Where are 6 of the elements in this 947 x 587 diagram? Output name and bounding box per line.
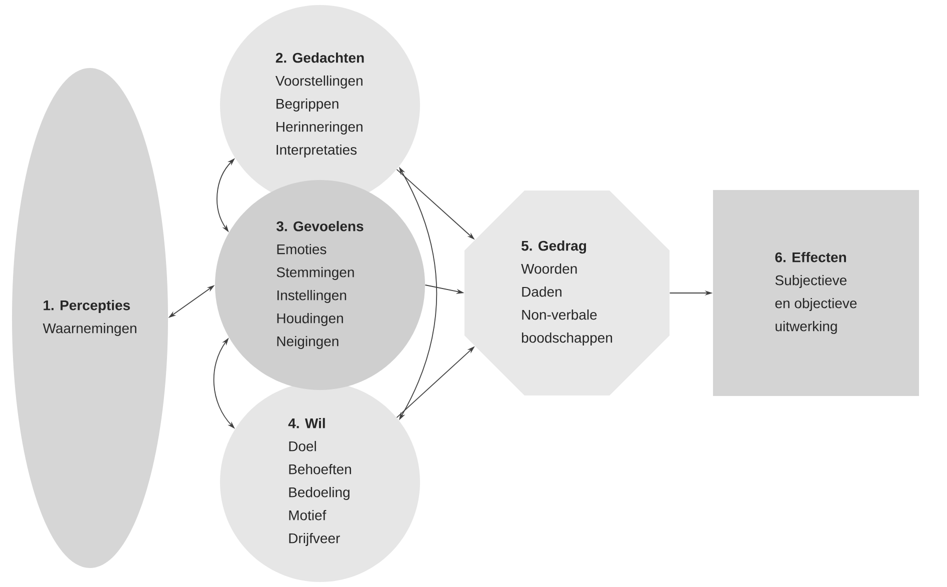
circle-node: 4. Wil Doel Behoeften Bedoeling Motief Drijfveer	[220, 382, 420, 582]
circle-node: 3. Gevoelens Emoties Stemmingen Instellingen Houdingen Neigingen	[215, 180, 425, 390]
octagon-node: 5. Gedrag Woorden Daden Non-verbale boodschappen	[464, 190, 670, 396]
ellipse-node: 1. Percepties Waarnemingen	[12, 68, 168, 568]
circle-node: 2. Gedachten Voorstellingen Begrippen Herinneringen Interpretaties	[220, 5, 420, 205]
square-node: 6. Effecten Subjectieve en objectieve uitwerking	[713, 190, 919, 396]
